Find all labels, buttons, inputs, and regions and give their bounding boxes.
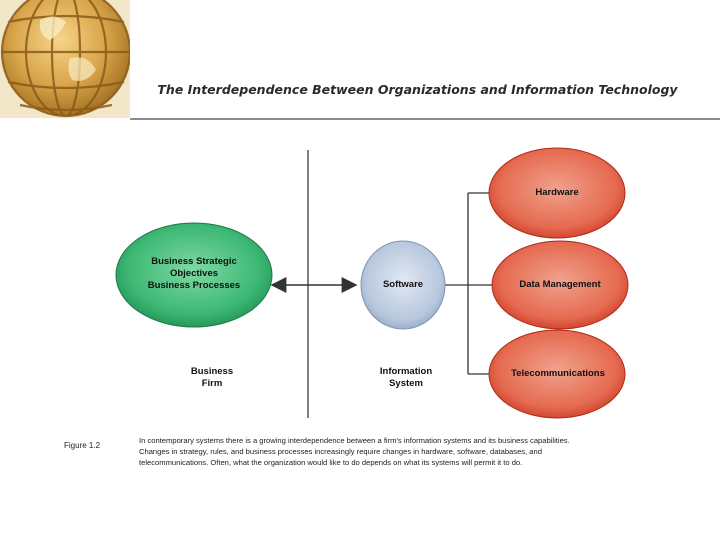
business-objectives-label: Business Strategic Objectives Business P… [147, 256, 241, 291]
business-firm-label: Business Firm [190, 366, 234, 389]
software-label: Software [382, 279, 424, 290]
information-system-label: Information System [379, 366, 433, 389]
data-management-ellipse [491, 240, 629, 330]
hardware-ellipse [488, 147, 626, 239]
telecommunications-label: Telecommunications [511, 368, 605, 379]
header-divider [130, 118, 720, 120]
telecommunications-ellipse [488, 329, 626, 419]
data-management-label: Data Management [519, 279, 601, 290]
figure-caption: In contemporary systems there is a growi… [139, 436, 570, 467]
figure-label: Figure 1.2 [64, 441, 101, 450]
software-ellipse [360, 240, 446, 330]
hardware-label: Hardware [535, 187, 579, 198]
globe-icon [0, 0, 130, 118]
component-bracket [445, 192, 496, 375]
page-title: The Interdependence Between Organization… [157, 82, 678, 97]
business-ellipse [115, 222, 273, 328]
